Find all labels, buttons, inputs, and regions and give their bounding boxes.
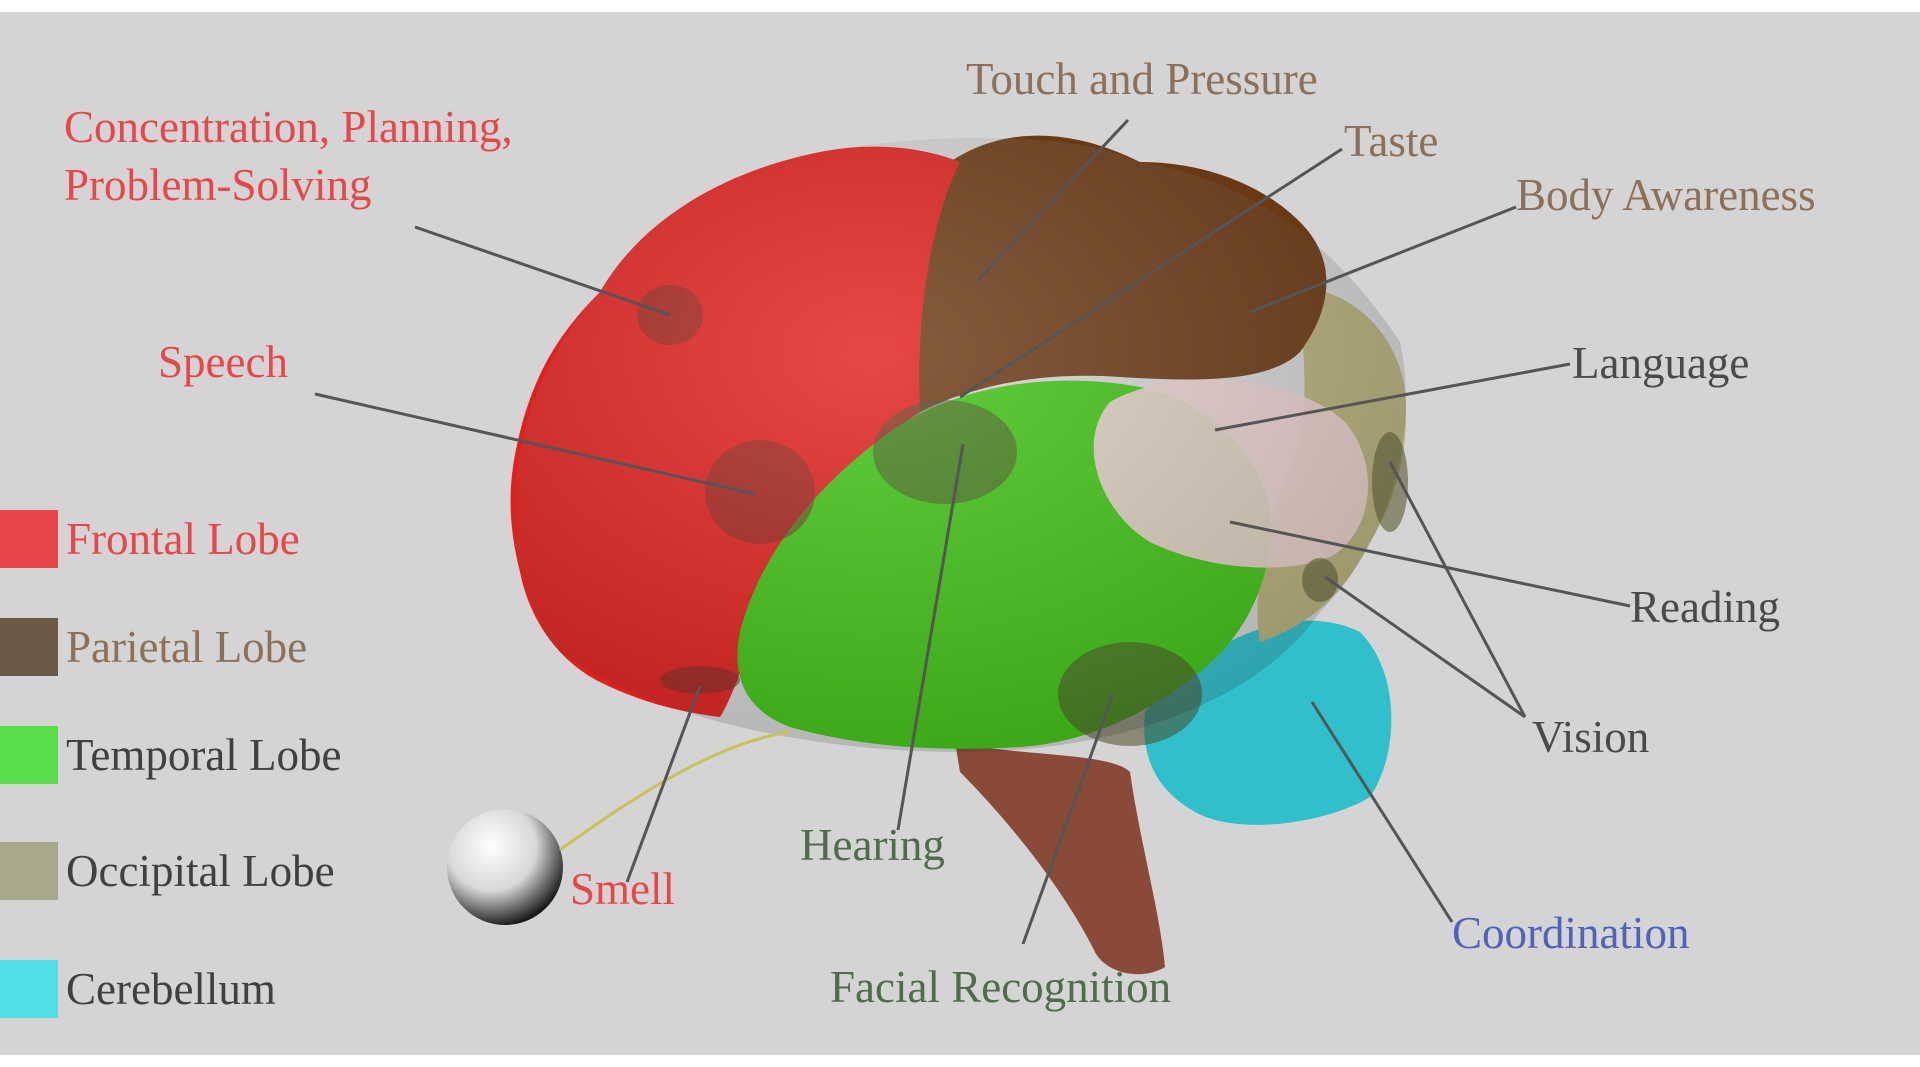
label-language: Language: [1572, 338, 1749, 390]
legend-label-occipital: Occipital Lobe: [66, 842, 335, 900]
label-concentration-line1: Concentration, Planning,: [64, 102, 513, 154]
label-reading: Reading: [1630, 582, 1780, 634]
label-speech: Speech: [158, 337, 288, 389]
brainstem: [955, 742, 1165, 974]
legend-swatch-cerebellum: [0, 960, 58, 1018]
legend-label-temporal: Temporal Lobe: [66, 726, 342, 784]
label-body-awareness: Body Awareness: [1516, 170, 1816, 222]
diagram-canvas: Concentration, Planning, Problem-Solving…: [0, 12, 1920, 1055]
leader-smell: [627, 686, 700, 882]
label-facial-recognition: Facial Recognition: [830, 962, 1171, 1014]
label-coordination: Coordination: [1452, 908, 1689, 960]
label-vision: Vision: [1532, 712, 1649, 764]
legend-label-frontal: Frontal Lobe: [66, 510, 300, 568]
label-taste: Taste: [1344, 116, 1438, 168]
legend-swatch-occipital: [0, 842, 58, 900]
legend-label-cerebellum: Cerebellum: [66, 960, 276, 1018]
label-hearing: Hearing: [800, 820, 945, 872]
legend-swatch-parietal: [0, 618, 58, 676]
legend-swatch-frontal: [0, 510, 58, 568]
leader-vision-a: [1390, 462, 1525, 717]
label-concentration-line2: Problem-Solving: [64, 160, 372, 212]
label-smell: Smell: [570, 864, 675, 916]
legend-label-parietal: Parietal Lobe: [66, 618, 307, 676]
label-touch-pressure: Touch and Pressure: [966, 54, 1318, 106]
sphere: [447, 809, 563, 925]
legend-swatch-temporal: [0, 726, 58, 784]
